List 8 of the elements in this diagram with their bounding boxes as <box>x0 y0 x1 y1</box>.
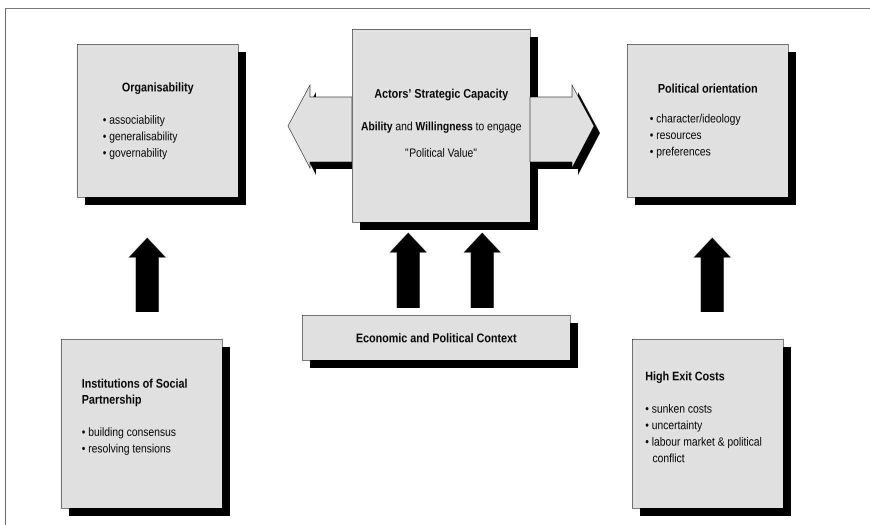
factor-box: Organisability • associability • generalisability • governability <box>77 44 246 205</box>
factor-box: High Exit Costs • sunken costs • uncertainty • labour market & political conflict <box>632 339 791 516</box>
capacity-box: Actors’ Strategic Capacity Ability and Willingness to engage "Political Value" <box>352 29 538 230</box>
context-box: Economic and Political Context <box>302 315 578 368</box>
factor-box: Political orientation • character/ideology • resources • preferences <box>627 44 796 205</box>
block-arrow <box>530 84 600 175</box>
factor-box: Institutions of Social Partnership • building consensus • resolving tensions <box>61 339 230 516</box>
block-arrow <box>288 84 352 175</box>
